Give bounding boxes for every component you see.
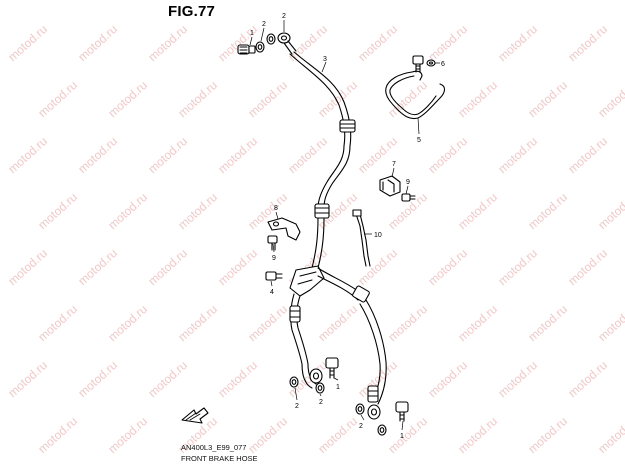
banjo-bolt-left	[325, 357, 339, 379]
washer-right-2	[377, 424, 387, 436]
cable-tie	[352, 209, 371, 267]
callout-label: 2	[295, 403, 299, 410]
callout-label: 9	[272, 255, 276, 262]
callout-label: 2	[282, 13, 286, 20]
banjo-bolt-top	[237, 44, 256, 55]
callout-label: 1	[336, 384, 340, 391]
callout-label: 1	[250, 30, 254, 37]
joint-bolt	[265, 271, 283, 281]
clamp-bolt-washer	[426, 59, 436, 67]
callout-label: 9	[406, 179, 410, 186]
washer-top-1	[255, 41, 265, 53]
washer-top-2	[266, 33, 276, 45]
washer-right-1	[355, 403, 365, 415]
three-way-joint	[289, 265, 325, 297]
bracket-bolt	[401, 193, 416, 202]
callout-label: 1	[400, 433, 404, 440]
banjo-bolt-right	[395, 401, 409, 422]
callout-label: 2	[319, 399, 323, 406]
callout-label: 8	[274, 205, 278, 212]
callout-label: 5	[417, 137, 421, 144]
callout-label: 7	[392, 161, 396, 168]
holder-bolt	[267, 235, 278, 251]
callout-labels: 1 2 2 3 6 5 7 9 8 10 9 4 1 2 2 1 2	[250, 13, 445, 440]
hose-guide-bracket	[379, 175, 401, 197]
figure-caption: FRONT BRAKE HOSE	[181, 454, 258, 463]
callout-label: 10	[374, 232, 382, 239]
lower-left-brake-hose	[289, 293, 317, 389]
washer-left-1	[289, 376, 299, 388]
figure-title: FIG.77	[168, 3, 216, 20]
hose-holder	[267, 217, 301, 241]
callout-leaders	[249, 20, 440, 431]
callout-label: 4	[270, 289, 274, 296]
drawing-code: AN400L3_E99_077	[181, 443, 247, 452]
hose-clamp-wire	[385, 70, 446, 120]
banjo-fitting-left	[309, 368, 323, 384]
banjo-fitting-right	[367, 404, 381, 420]
lower-right-brake-hose	[317, 267, 387, 405]
banjo-fitting-top	[277, 32, 297, 55]
hose-collar-upper	[339, 119, 356, 133]
callout-label: 6	[441, 61, 445, 68]
callout-label: 3	[323, 56, 327, 63]
hose-collar-lower	[314, 203, 330, 219]
upper-brake-hose	[237, 32, 356, 269]
callout-label: 2	[359, 423, 363, 430]
callout-label: 2	[262, 21, 266, 28]
washer-left-2	[315, 382, 325, 394]
clamp-bolt	[412, 55, 424, 73]
front-direction-arrow-icon	[181, 407, 209, 424]
